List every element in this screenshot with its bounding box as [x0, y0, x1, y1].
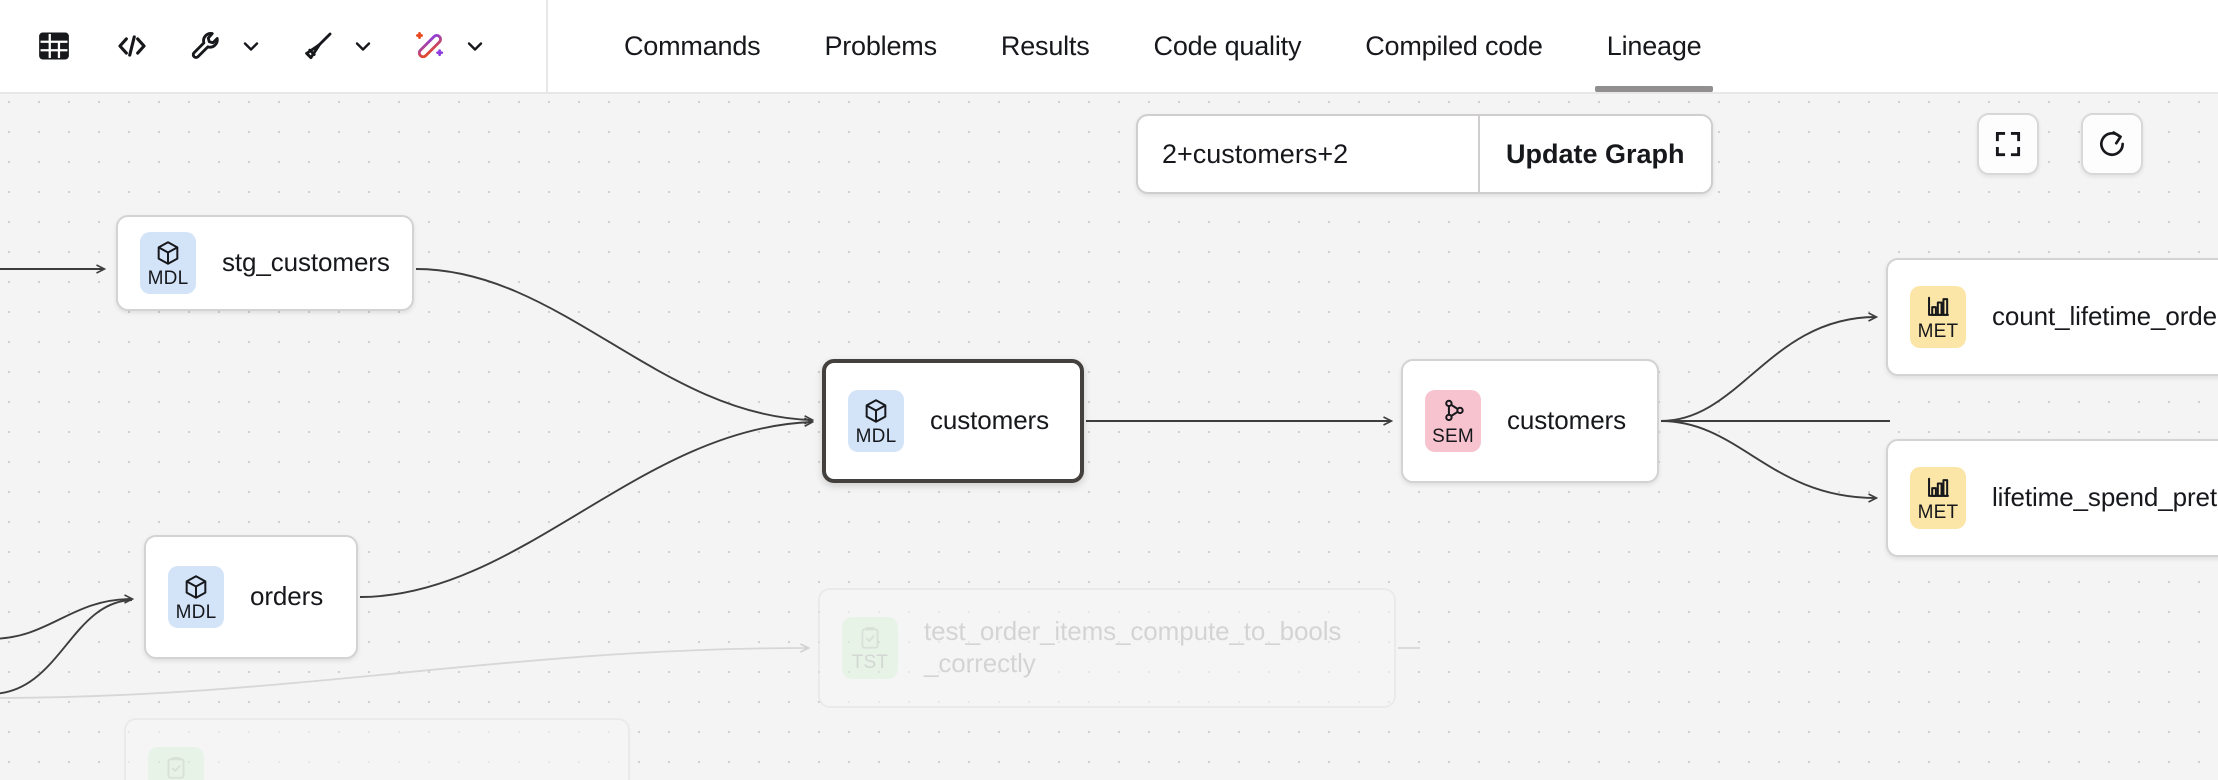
node-label: customers [1507, 405, 1627, 436]
badge-label: TST [851, 651, 889, 673]
mdl-badge: MDL [848, 390, 904, 452]
node-label: customers [930, 405, 1050, 436]
bar-chart-icon [1927, 477, 1949, 497]
fit-view-button[interactable] [1977, 113, 2039, 175]
refresh-button[interactable] [2081, 113, 2143, 175]
top-header: Commands Problems Results Code quality C… [0, 0, 2218, 94]
node-label: lifetime_spend_pretax [1992, 482, 2218, 513]
node-label: test_order_items_compute_to_bools _corre… [924, 616, 1342, 678]
met-badge: MET [1910, 467, 1966, 529]
node-label: orders [250, 581, 324, 612]
badge-label: MDL [175, 601, 217, 623]
badge-label: MDL [855, 425, 897, 447]
bar-chart-icon [1927, 296, 1949, 316]
node-label: stg_customers [222, 247, 390, 278]
lineage-canvas[interactable]: MDL stg_customers MDL orders [0, 94, 2218, 780]
tab-problems-label: Problems [824, 30, 937, 61]
cube-icon [185, 574, 207, 599]
tab-compiled-code-label: Compiled code [1365, 30, 1543, 61]
tools-group [180, 20, 270, 72]
editor-toolbar [0, 0, 548, 92]
graph-search-input[interactable] [1138, 116, 1478, 192]
magic-wand-icon[interactable] [404, 20, 456, 72]
tab-problems[interactable]: Problems [792, 0, 968, 92]
badge-label: MDL [147, 267, 189, 289]
search-divider [1478, 116, 1480, 192]
graph-node-orders[interactable]: MDL orders [144, 535, 358, 659]
wrench-icon[interactable] [180, 20, 232, 72]
update-graph-button[interactable]: Update Graph [1480, 116, 1711, 192]
code-view-icon[interactable] [106, 20, 158, 72]
tools-chevron-down-icon[interactable] [232, 20, 270, 72]
format-group [292, 20, 382, 72]
cube-icon [157, 240, 179, 265]
broom-icon[interactable] [292, 20, 344, 72]
format-chevron-down-icon[interactable] [344, 20, 382, 72]
tab-lineage[interactable]: Lineage [1575, 0, 1734, 92]
cube-icon [865, 398, 887, 423]
met-badge: MET [1910, 286, 1966, 348]
graph-node-customers-model[interactable]: MDL customers [822, 359, 1084, 483]
tab-lineage-label: Lineage [1606, 30, 1702, 61]
refresh-icon [2100, 131, 2124, 156]
mdl-badge: MDL [168, 566, 224, 628]
tab-compiled-code[interactable]: Compiled code [1333, 0, 1575, 92]
mdl-badge: MDL [140, 232, 196, 294]
clipboard-check-icon [167, 756, 185, 779]
badge-label: MET [1917, 502, 1959, 523]
table-view-icon[interactable] [28, 20, 80, 72]
graph-node-lifetime-spend-pretax[interactable]: MET lifetime_spend_pretax [1886, 439, 2218, 557]
graph-node-stg-customers[interactable]: MDL stg_customers [116, 215, 414, 311]
graph-search-bar: Update Graph [1136, 114, 1713, 194]
badge-label: SEM [1432, 425, 1474, 447]
network-icon [1445, 399, 1464, 421]
tab-code-quality-label: Code quality [1153, 30, 1302, 61]
tst-badge: TST [842, 617, 898, 679]
sem-badge: SEM [1425, 390, 1481, 452]
graph-node-customers-semantic[interactable]: SEM customers [1401, 359, 1659, 483]
clipboard-check-icon [861, 626, 879, 649]
tab-results-label: Results [1000, 30, 1090, 61]
tab-bar: Commands Problems Results Code quality C… [548, 0, 1733, 92]
tab-code-quality[interactable]: Code quality [1122, 0, 1334, 92]
ai-assist-chevron-down-icon[interactable] [456, 20, 494, 72]
badge-label: MET [1917, 321, 1959, 342]
tst-badge: TST [148, 747, 204, 780]
graph-node-test-order-items[interactable]: TST test_order_items_compute_to_bools _c… [818, 588, 1396, 708]
tab-results[interactable]: Results [969, 0, 1122, 92]
graph-node-test-bottom[interactable]: TST [124, 718, 630, 780]
tab-commands[interactable]: Commands [592, 0, 792, 92]
graph-node-count-lifetime-orders[interactable]: MET count_lifetime_orders [1886, 258, 2218, 376]
fullscreen-icon [1995, 131, 2021, 157]
ai-assist-group [404, 20, 494, 72]
tab-commands-label: Commands [624, 30, 761, 61]
node-label: count_lifetime_orders [1992, 301, 2218, 332]
